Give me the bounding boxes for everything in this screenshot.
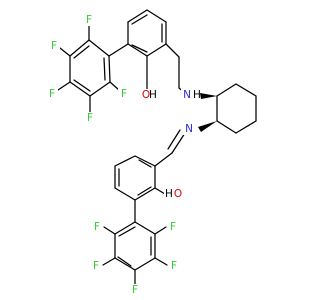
bond-double-inner — [137, 186, 152, 196]
bond — [154, 226, 167, 235]
molecule-structure: F F F F F O H N H N H O F F F F F — [46, 9, 257, 296]
atom-label-layer: F F F F F O H N H N H O F F F F F — [46, 14, 201, 296]
amine-hydrogen-label: H — [193, 89, 201, 101]
bond — [114, 187, 136, 201]
bond — [69, 39, 90, 57]
bond-double-inner — [103, 57, 106, 81]
bond — [114, 257, 136, 271]
fluorine-label: F — [86, 14, 92, 26]
wedge-bond — [200, 93, 217, 99]
bond-double-inner — [73, 79, 91, 92]
bond — [108, 43, 129, 57]
bond — [235, 83, 257, 97]
bond-double-inner — [118, 226, 136, 237]
fluorine-label: F — [94, 221, 100, 233]
fluorine-label: F — [93, 260, 99, 272]
bond — [108, 55, 111, 83]
oxygen-label: O — [142, 89, 150, 101]
wedge-bond — [198, 121, 217, 132]
bond — [114, 221, 136, 235]
bond — [165, 43, 180, 58]
bond — [146, 43, 167, 57]
bond — [134, 155, 156, 167]
bond-double-inner — [131, 44, 148, 53]
bond — [154, 187, 166, 195]
bond — [127, 43, 148, 57]
bond — [103, 226, 116, 235]
bond — [216, 83, 237, 97]
bond — [109, 81, 120, 91]
bond-double-inner — [138, 159, 152, 168]
bond-double-inner — [131, 14, 148, 25]
bond-layer — [57, 9, 257, 285]
bond — [134, 187, 156, 201]
bond — [134, 221, 156, 235]
bond — [134, 257, 156, 271]
bond — [57, 81, 71, 91]
amine-nitrogen-label: N — [183, 89, 191, 101]
bond — [235, 120, 257, 134]
fluorine-label: F — [87, 112, 93, 124]
bond — [59, 47, 71, 57]
bond — [89, 81, 111, 97]
bond — [102, 257, 116, 266]
bond — [146, 9, 167, 23]
fluorine-label: F — [170, 221, 176, 233]
bond-double-inner — [167, 129, 181, 150]
fluorine-label: F — [121, 88, 127, 100]
fluorine-label: F — [51, 40, 57, 52]
bond-double-inner — [117, 256, 132, 267]
bond — [171, 132, 186, 154]
hydroxyl-hydrogen-label: H — [149, 89, 157, 101]
bond — [114, 155, 136, 167]
fluorine-label: F — [132, 284, 138, 296]
bond — [69, 81, 91, 97]
oxygen-label: O — [174, 188, 182, 200]
bond — [127, 9, 148, 23]
bond-double-inner — [73, 45, 90, 59]
oxygen-label: H — [165, 188, 173, 200]
bond — [88, 39, 110, 57]
fluorine-label: F — [49, 88, 55, 100]
fluorine-label: F — [171, 260, 177, 272]
bond — [216, 120, 237, 134]
bond — [154, 257, 168, 266]
bond — [154, 152, 173, 167]
imine-nitrogen-label: N — [185, 123, 193, 135]
